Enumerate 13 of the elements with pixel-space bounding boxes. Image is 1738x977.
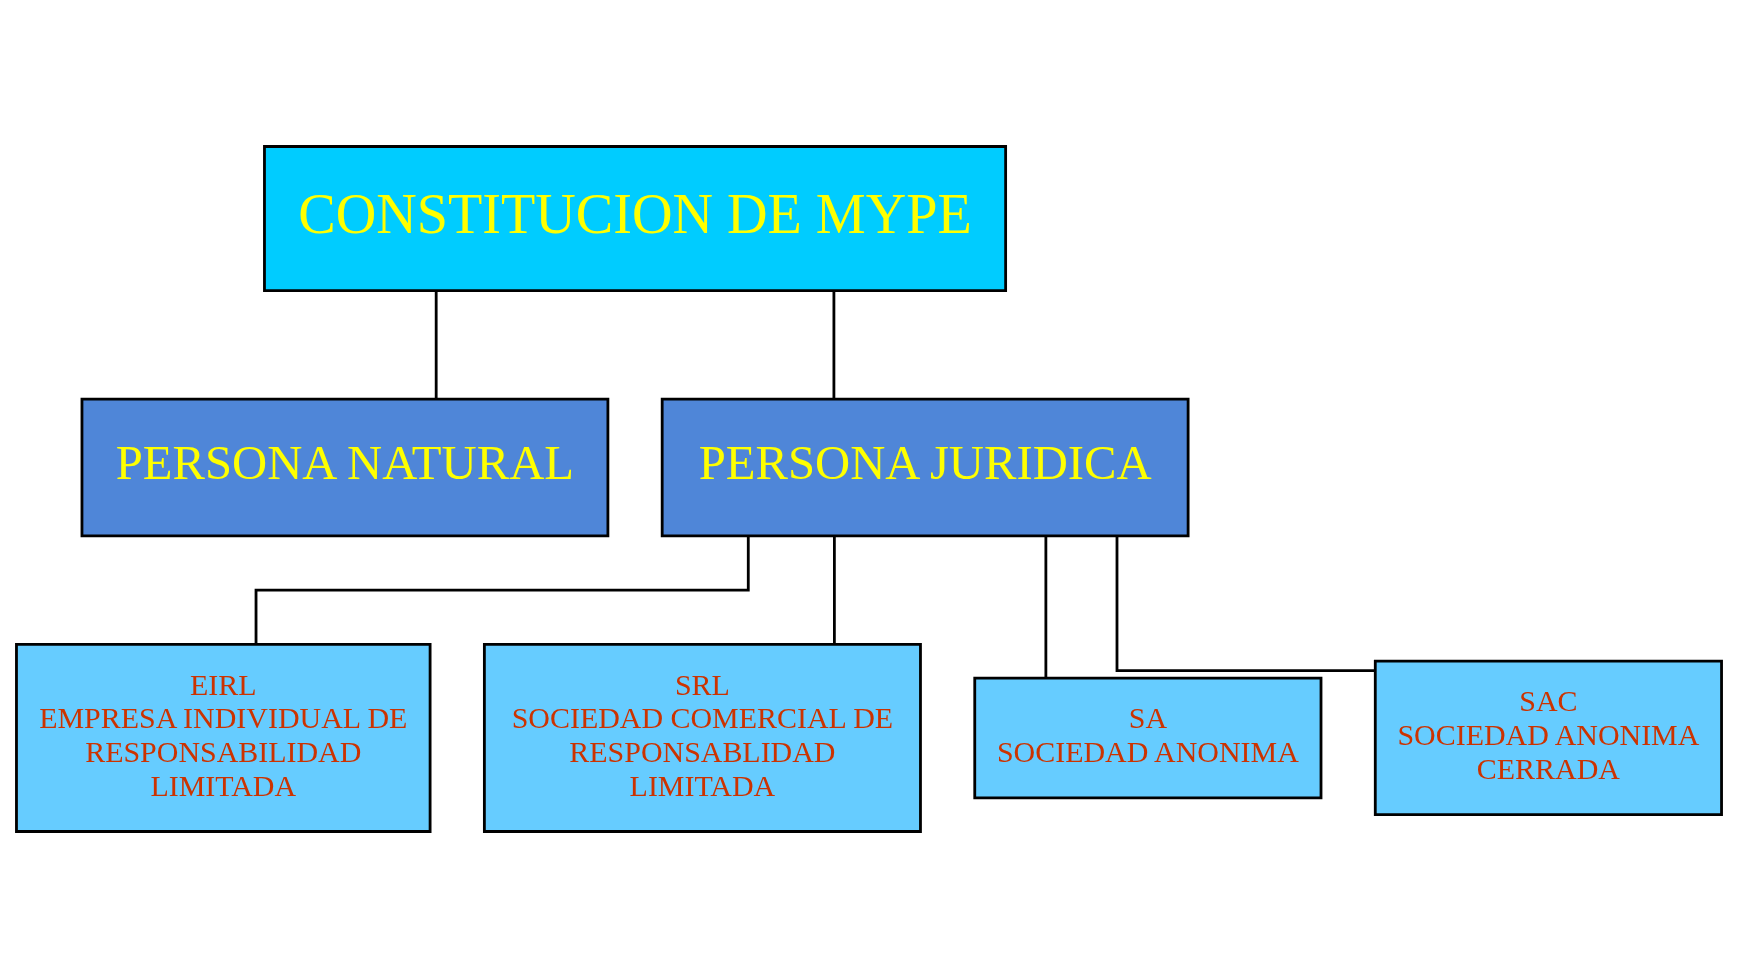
node-box: SA SOCIEDAD ANONIMA <box>973 676 1323 799</box>
connector <box>832 535 836 644</box>
connector <box>1115 535 1375 672</box>
connector <box>434 290 438 399</box>
node-box: CONSTITUCION DE MYPE <box>263 144 1008 292</box>
node-box: SRL SOCIEDAD COMERCIAL DE RESPONSABLIDAD LIMITADA <box>482 642 922 833</box>
connector <box>254 535 750 644</box>
node-box: PERSONA NATURAL <box>80 397 610 537</box>
connector <box>832 290 836 399</box>
node-box: SAC SOCIEDAD ANONIMA CERRADA <box>1373 659 1723 816</box>
connector <box>1044 535 1048 677</box>
node-box: PERSONA JURIDICA <box>660 397 1190 537</box>
node-box: EIRL EMPRESA INDIVIDUAL DE RESPONSABILIDAD LIMITADA <box>15 642 432 833</box>
